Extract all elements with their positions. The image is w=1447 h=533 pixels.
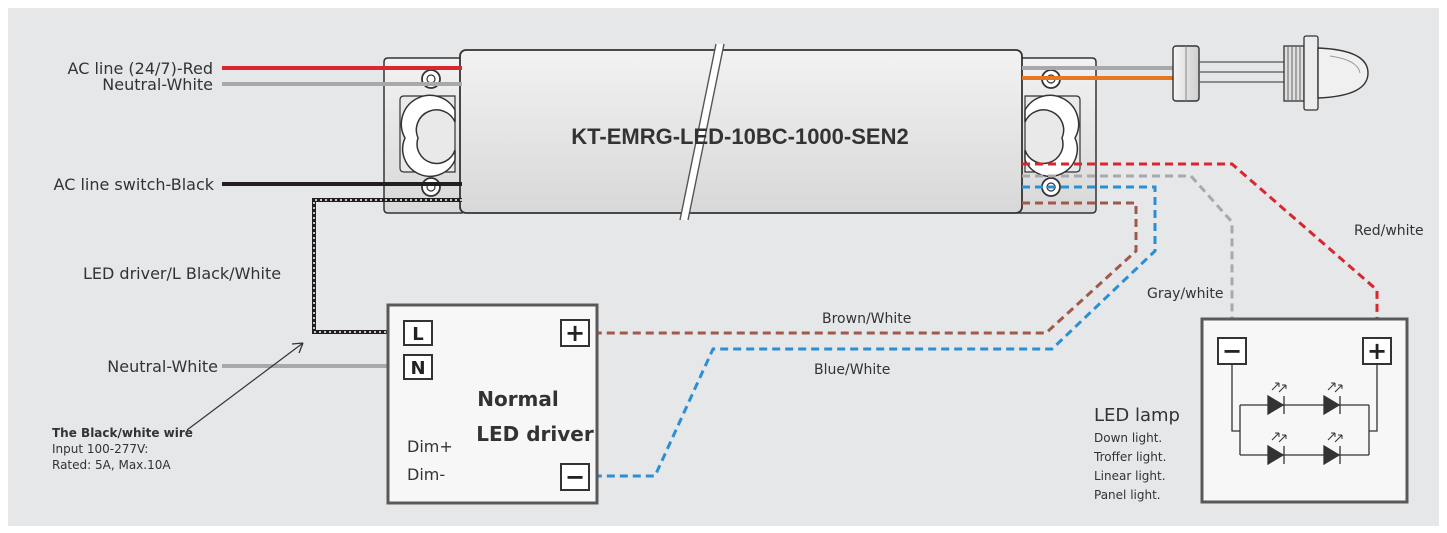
label-brown-white: Brown/White <box>822 311 911 327</box>
label-neutral-white-bottom: Neutral-White <box>107 357 218 376</box>
break-mark-gap <box>680 43 724 221</box>
led-network <box>1231 364 1378 456</box>
left-screw-hole-bottom <box>421 177 441 197</box>
label-red-white: Red/white <box>1354 223 1424 239</box>
dim-minus-label: Dim- <box>407 465 445 484</box>
normal-led-driver: L N + − Normal LED driver Dim+ Dim- <box>386 303 599 505</box>
wire-red-white <box>1022 162 1379 337</box>
wire-blue-white <box>597 185 1157 478</box>
terminal-minus-label: − <box>565 463 585 491</box>
led-lamp: − + <box>1093 317 1409 504</box>
break-mark-2 <box>687 43 725 221</box>
note-line-2: Rated: 5A, Max.10A <box>52 458 171 472</box>
occupancy-sensor <box>1172 35 1369 111</box>
label-led-driver-l: LED driver/L Black/White <box>83 264 281 283</box>
led-diode-2 <box>1323 382 1343 416</box>
dim-plus-label: Dim+ <box>407 437 453 456</box>
model-number: KT-EMRG-LED-10BC-1000-SEN2 <box>571 124 908 149</box>
lamp-type-1: Down light. <box>1094 431 1162 445</box>
note-title: The Black/white wire <box>52 426 193 440</box>
normal-driver-title-2: LED driver <box>476 422 594 446</box>
terminal-n-box <box>403 354 433 380</box>
note-line-1: Input 100-277V: <box>52 442 148 456</box>
wire-brown-white <box>597 201 1138 335</box>
sensor-dome <box>1317 47 1369 99</box>
terminal-plus-label: + <box>565 319 585 347</box>
lamp-terminal-minus-label: − <box>1222 337 1242 365</box>
emergency-driver-unit: KT-EMRG-LED-10BC-1000-SEN2 <box>383 43 1097 221</box>
terminal-n-label: N <box>410 358 425 379</box>
label-ac-line-red: AC line (24/7)-Red <box>68 59 213 78</box>
led-diode-1 <box>1267 382 1287 416</box>
terminal-minus-box <box>560 463 590 491</box>
wire-led-driver-l-dots <box>313 199 462 333</box>
lamp-terminal-plus-label: + <box>1367 337 1387 365</box>
annotation-arrow-line <box>186 342 304 431</box>
label-ac-switch-black: AC line switch-Black <box>54 175 215 194</box>
led-diode-4 <box>1323 432 1343 466</box>
led-diode-3 <box>1267 432 1287 466</box>
terminal-l-label: L <box>412 324 423 345</box>
normal-driver-title-1: Normal <box>477 387 559 411</box>
wire-gray-white <box>1022 174 1234 337</box>
label-neutral-white-top: Neutral-White <box>102 75 213 94</box>
sensor-flange <box>1303 35 1319 111</box>
lamp-type-4: Panel light. <box>1094 488 1161 502</box>
left-mount-slot <box>400 94 456 178</box>
lamp-terminal-plus-box <box>1362 337 1392 365</box>
lamp-type-2: Troffer light. <box>1093 450 1166 464</box>
driver-body <box>459 49 1023 214</box>
terminal-plus-box <box>560 319 590 347</box>
lamp-title: LED lamp <box>1094 405 1180 426</box>
terminal-l-box <box>403 320 433 346</box>
label-gray-white: Gray/white <box>1147 286 1224 302</box>
lamp-type-3: Linear light. <box>1094 469 1166 483</box>
label-blue-white: Blue/White <box>814 362 890 378</box>
annotation-arrow-head <box>291 342 304 354</box>
sensor-threaded-body <box>1283 45 1305 102</box>
break-mark-1 <box>679 43 717 221</box>
